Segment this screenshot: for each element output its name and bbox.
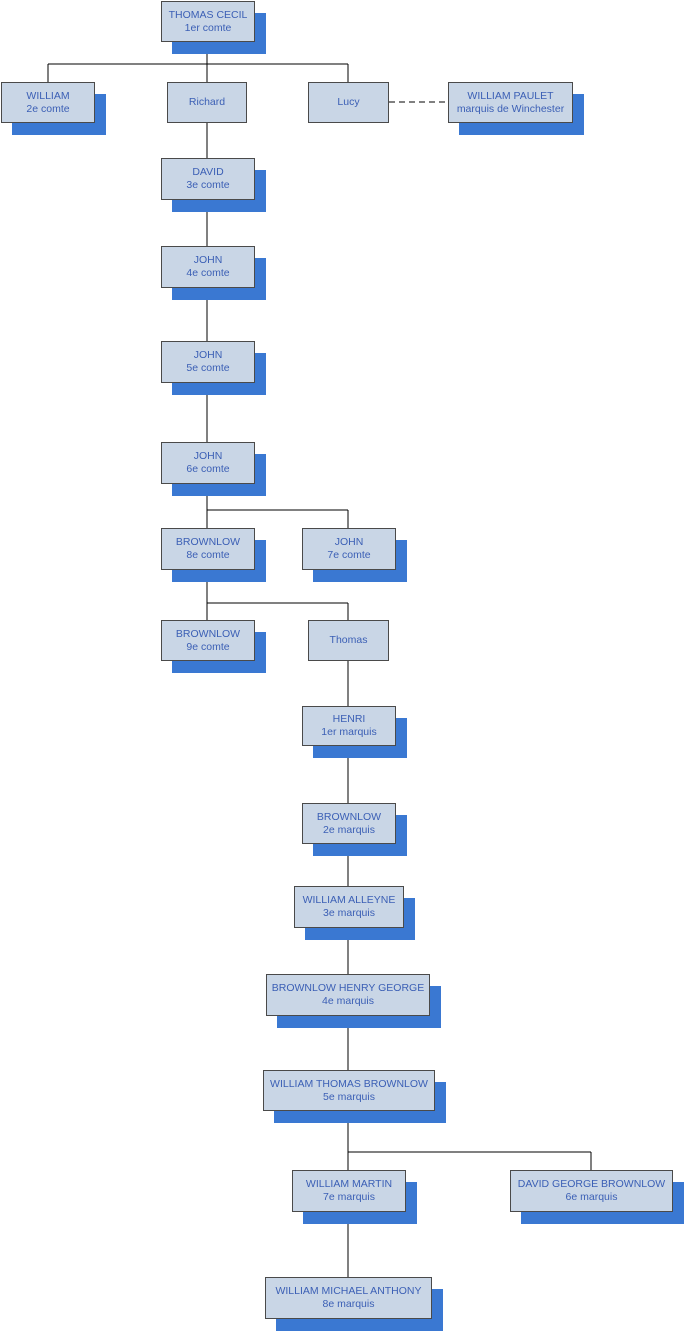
node-name: WILLIAM PAULET (467, 89, 554, 102)
node-name: WILLIAM ALLEYNE (302, 894, 396, 906)
node-name: THOMAS CECIL (168, 8, 248, 21)
node-name: BROWNLOW HENRY GEORGE (271, 982, 425, 994)
node-name: DAVID GEORGE BROWNLOW (517, 1178, 666, 1190)
node-title: 9e comte (186, 640, 230, 653)
node-title: marquis de Winchester (456, 102, 565, 115)
node-name: WILLIAM (26, 89, 70, 102)
node-name: BROWNLOW (175, 536, 241, 548)
node-title: 1er marquis (321, 726, 377, 738)
node-title: 2e marquis (323, 823, 375, 836)
node-name: JOHN (193, 349, 223, 361)
node-title: 1er comte (184, 21, 232, 34)
node-title: 5e marquis (323, 1090, 375, 1103)
node-title: 6e comte (186, 463, 230, 475)
node-name: Lucy (337, 96, 360, 108)
node-name: DAVID (192, 166, 224, 178)
node-title: 7e marquis (323, 1191, 375, 1203)
node-name: JOHN (193, 450, 223, 462)
node-name: BROWNLOW (316, 810, 382, 823)
node-name: JOHN (334, 536, 364, 548)
node-title: 4e marquis (322, 995, 374, 1007)
node-title: 2e comte (26, 102, 70, 115)
node-name: WILLIAM THOMAS BROWNLOW (270, 1077, 428, 1090)
node-title: 4e comte (186, 267, 230, 279)
node-title: 5e comte (186, 362, 230, 374)
node-name: BROWNLOW (175, 627, 241, 640)
node-name: Richard (188, 96, 226, 108)
node-name: WILLIAM MARTIN (305, 1178, 393, 1190)
node-name: JOHN (193, 254, 223, 266)
node-name: Thomas (329, 634, 368, 646)
node-title: 3e comte (186, 179, 230, 191)
node-title: 6e marquis (565, 1191, 618, 1203)
node-name: WILLIAM MICHAEL ANTHONY (275, 1285, 422, 1297)
node-name: HENRI (332, 713, 366, 725)
node-title: 8e marquis (322, 1298, 375, 1310)
node-title: 7e comte (327, 549, 371, 561)
node-title: 3e marquis (323, 907, 375, 919)
node-title: 8e comte (186, 549, 230, 561)
